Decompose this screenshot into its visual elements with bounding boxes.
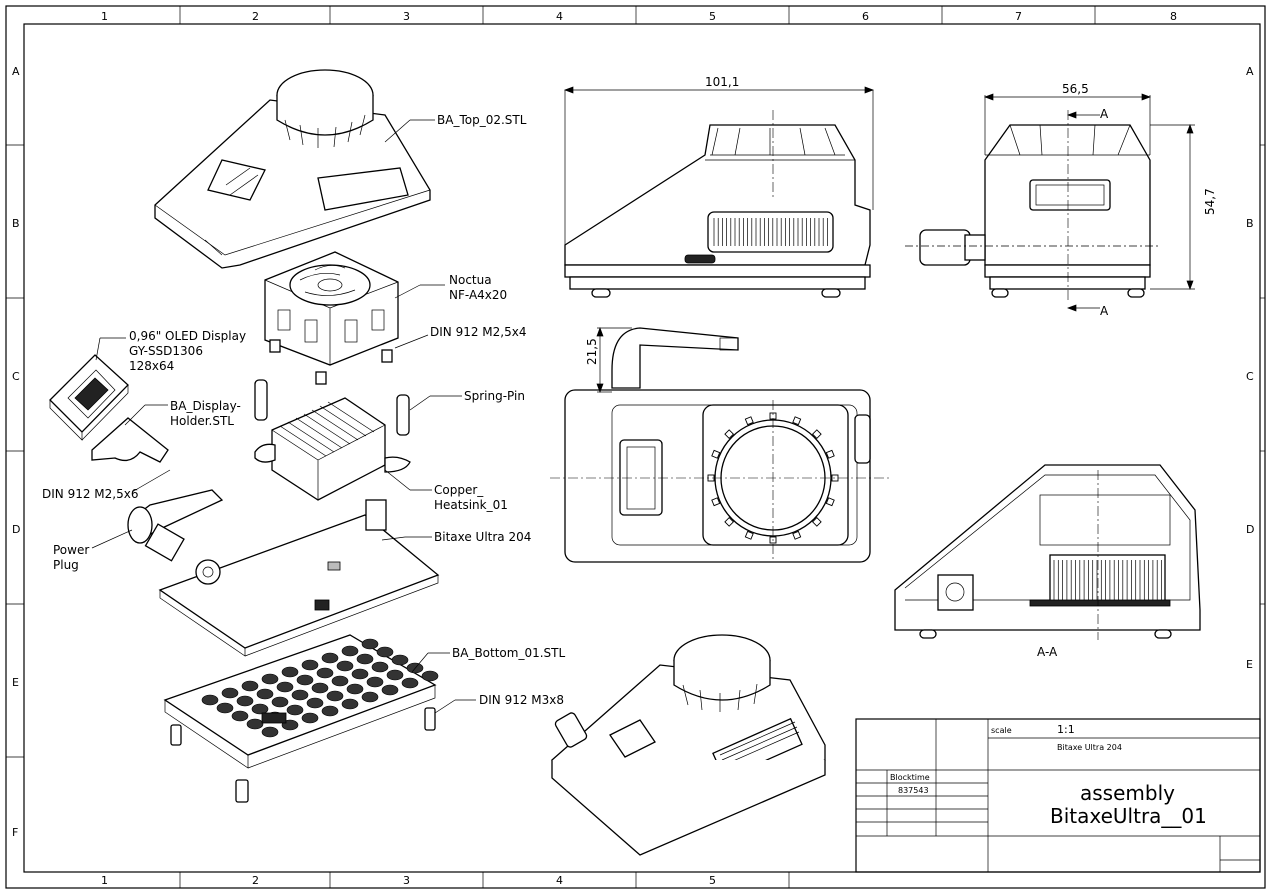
label-fan-screw: DIN 912 M2,5x4 (430, 325, 526, 339)
dim-front-width: 101,1 (705, 75, 739, 89)
zone-col-5: 5 (709, 10, 716, 23)
dimension-plug (596, 327, 632, 393)
label-fan-line2: NF-A4x20 (449, 288, 507, 302)
zone-row-A-left: A (12, 65, 20, 78)
section-fins (1053, 560, 1162, 600)
section-view: A-A (894, 464, 1201, 659)
label-oled-line1: 0,96" OLED Display (129, 329, 246, 343)
zone-col-7: 7 (1015, 10, 1022, 23)
drawing-title-line2: BitaxeUltra__01 (1050, 804, 1207, 828)
zone-col-4: 4 (556, 10, 563, 23)
zone-row-E-right: E (1246, 658, 1253, 671)
zone-col-bottom-4: 4 (556, 874, 563, 887)
label-heatsink-line2: Heatsink_01 (434, 498, 508, 512)
label-bottom-shell: BA_Bottom_01.STL (452, 646, 565, 660)
zone-col-bottom-3: 3 (403, 874, 410, 887)
label-power-line2: Plug (53, 558, 79, 572)
dim-plug-height: 21,5 (585, 338, 599, 365)
zone-col-bottom-2: 2 (252, 874, 259, 887)
section-title: A-A (1037, 645, 1058, 659)
top-view: 21,5 (550, 327, 890, 563)
title-block: scale 1:1 Bitaxe Ultra 204 Blocktime 837… (855, 718, 1261, 873)
zone-col-3: 3 (403, 10, 410, 23)
front-view: 101,1 (564, 75, 874, 298)
side-view: 56,5 54,7 A A (905, 82, 1217, 318)
dimension-front-width (564, 86, 874, 245)
label-fan-line1: Noctua (449, 273, 492, 287)
label-display-screw: DIN 912 M2,5x6 (42, 487, 138, 501)
fan-part (264, 251, 399, 366)
section-mark-bottom: A (1100, 304, 1109, 318)
zone-col-bottom-1: 1 (101, 874, 108, 887)
label-oled-line2: GY-SSD1306 (129, 344, 203, 358)
zone-row-D-left: D (12, 523, 20, 536)
section-mark-top: A (1100, 107, 1109, 121)
zone-row-C-right: C (1246, 370, 1254, 383)
zone-row-D-right: D (1246, 523, 1254, 536)
power-plug-part (127, 489, 224, 562)
drawing-title-line1: assembly (1080, 781, 1175, 805)
leader-lines (91, 119, 476, 714)
dim-side-width: 56,5 (1062, 82, 1089, 96)
label-bottom-screw: DIN 912 M3x8 (479, 693, 564, 707)
blocktime-label: Blocktime (890, 773, 930, 782)
fan-screws (269, 339, 393, 385)
label-heatsink-line1: Copper_ (434, 483, 484, 497)
iso-assembled-view (551, 634, 826, 856)
label-top-shell: BA_Top_02.STL (437, 113, 527, 127)
zone-row-B-left: B (12, 217, 20, 230)
label-holder-line1: BA_Display- (170, 399, 241, 413)
scale-label: scale (991, 726, 1012, 735)
front-feet (591, 288, 841, 298)
project-name: Bitaxe Ultra 204 (1057, 743, 1122, 752)
oled-display-part (49, 354, 129, 441)
label-oled-line3: 128x64 (129, 359, 174, 373)
side-feet (991, 288, 1145, 298)
zone-col-bottom-5: 5 (709, 874, 716, 887)
top-shell-part (154, 69, 431, 269)
top-ribs (707, 412, 839, 544)
bottom-screws (170, 707, 436, 803)
scale-value: 1:1 (1057, 723, 1075, 736)
label-holder-line2: Holder.STL (170, 414, 234, 428)
dimension-side (984, 93, 1195, 312)
zone-col-1: 1 (101, 10, 108, 23)
zone-row-C-left: C (12, 370, 20, 383)
zone-col-6: 6 (862, 10, 869, 23)
zone-row-E-left: E (12, 676, 19, 689)
zone-row-B-right: B (1246, 217, 1254, 230)
section-feet (919, 629, 1172, 639)
zone-row-F-left: F (12, 826, 18, 839)
exploded-view: BA_Top_02.STL Noctua NF-A4x20 DIN 912 M2… (42, 69, 565, 803)
front-vents (713, 218, 828, 246)
label-power-line1: Power (53, 543, 89, 557)
bottom-shell-part (163, 634, 439, 769)
zone-col-8: 8 (1170, 10, 1177, 23)
heatsink-part (254, 397, 411, 501)
zone-row-A-right: A (1246, 65, 1254, 78)
sheet-frame: 1 2 3 4 5 6 7 8 1 2 3 4 5 A B C D E F A … (5, 5, 1266, 889)
label-spring-pin: Spring-Pin (464, 389, 525, 403)
dim-side-height: 54,7 (1203, 188, 1217, 215)
spring-pins (254, 379, 410, 436)
display-holder-part (91, 417, 169, 463)
label-board: Bitaxe Ultra 204 (434, 530, 531, 544)
pcb-part (158, 499, 440, 657)
blocktime-value: 837543 (898, 786, 929, 795)
zone-col-2: 2 (252, 10, 259, 23)
